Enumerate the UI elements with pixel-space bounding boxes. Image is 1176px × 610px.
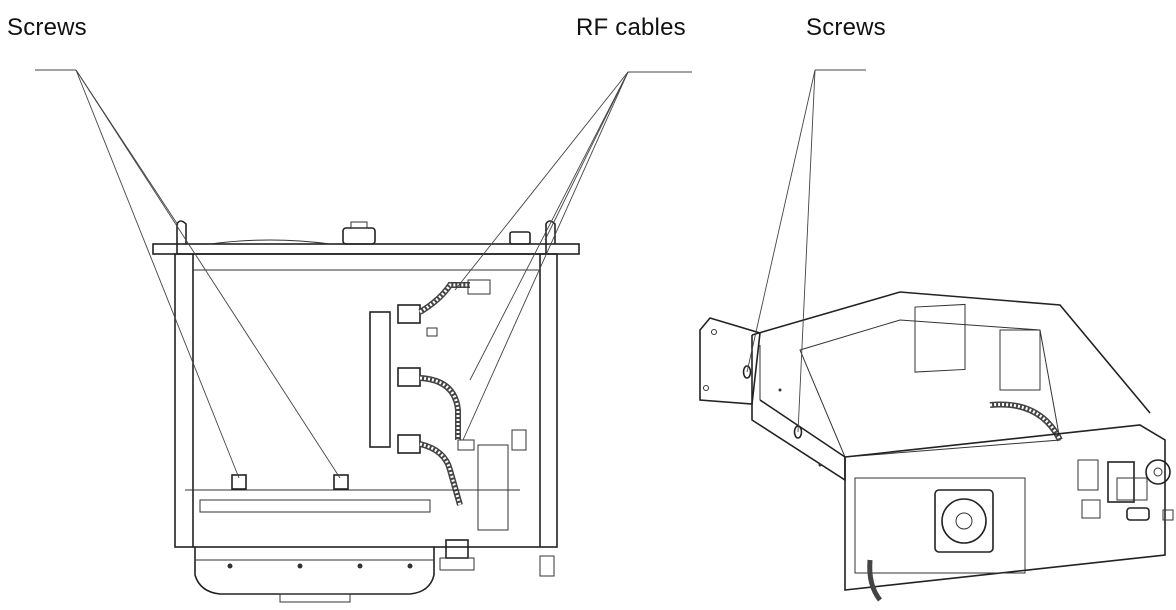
chassis-perspective-view — [700, 292, 1173, 600]
leader-lines — [35, 70, 866, 478]
screw-left-2 — [334, 475, 348, 489]
heatsink — [855, 478, 1025, 573]
rf-cable-paths — [420, 285, 470, 505]
volume-knob — [343, 228, 375, 244]
chassis-top-view — [153, 221, 579, 602]
